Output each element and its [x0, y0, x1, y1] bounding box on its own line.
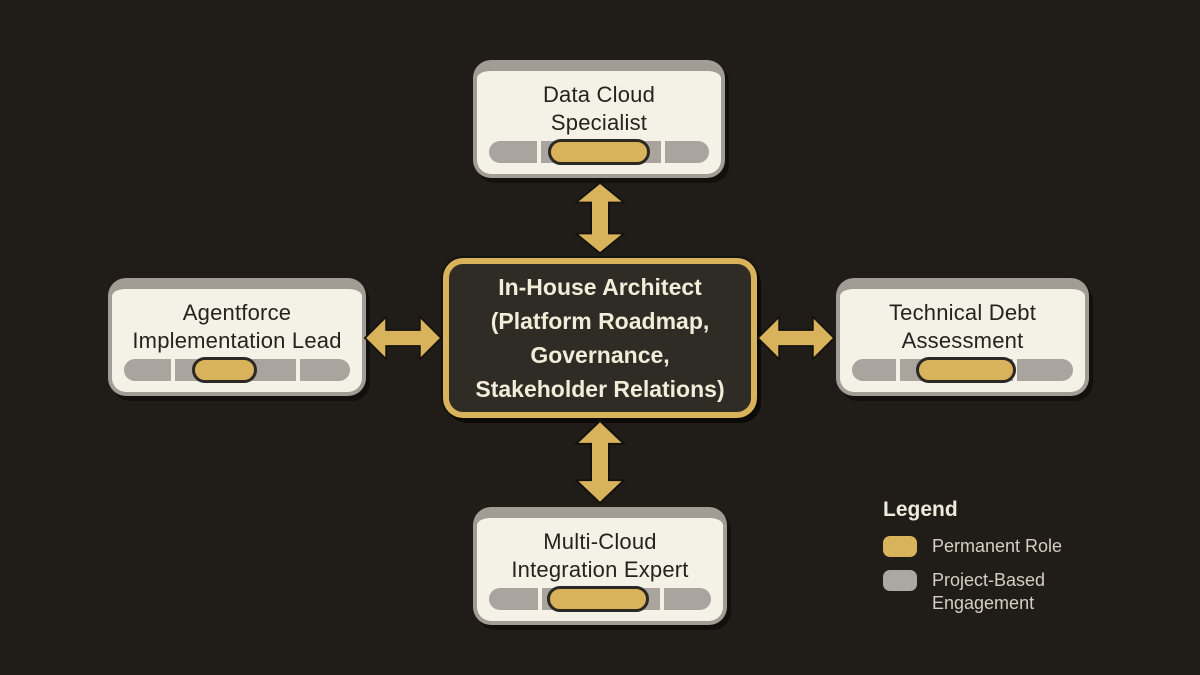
node-label-line: Assessment — [901, 328, 1024, 353]
double-arrow-right-icon — [757, 315, 835, 361]
node-in-house-architect[interactable]: In-House Architect (Platform Roadmap, Go… — [443, 258, 757, 418]
node-label-line: Implementation Lead — [132, 328, 342, 353]
node-data-cloud-specialist[interactable]: Data Cloud Specialist — [473, 60, 725, 178]
node-label-line: Multi-Cloud — [543, 529, 657, 554]
permanent-role-pill — [546, 586, 649, 612]
center-label-line: In-House Architect — [498, 274, 702, 300]
track-divider — [537, 141, 542, 163]
permanent-role-pill — [916, 357, 1016, 383]
project-based-swatch — [883, 570, 917, 591]
legend-title: Legend — [883, 498, 958, 521]
double-arrow-bottom-icon — [574, 420, 626, 504]
node-label-line: Integration Expert — [511, 557, 689, 582]
node-label-line: Data Cloud — [542, 82, 656, 107]
permanent-role-pill — [191, 357, 258, 383]
track-divider — [660, 141, 665, 163]
legend-item-permanent-role: Permanent Role — [883, 535, 1082, 558]
center-label-line: (Platform Roadmap, — [490, 308, 710, 334]
track-divider — [171, 359, 176, 381]
legend-item-project-based: Project-Based Engagement — [883, 569, 1082, 615]
engagement-track — [852, 357, 1073, 383]
node-technical-debt-assessment[interactable]: Technical Debt Assessment — [836, 278, 1089, 396]
legend-item-label: Permanent Role — [932, 536, 1063, 556]
engagement-track — [489, 586, 711, 612]
node-label: Technical Debt Assessment — [852, 295, 1073, 359]
engagement-track — [489, 139, 709, 165]
engagement-track — [124, 357, 350, 383]
legend-item-label: Project-Based Engagement — [932, 570, 1046, 613]
center-label-line: Stakeholder Relations) — [475, 376, 725, 402]
legend: Legend Permanent Role Project-Based Enga… — [883, 498, 1082, 626]
node-label-line: Agentforce — [182, 300, 292, 325]
permanent-role-swatch — [883, 536, 917, 557]
node-multi-cloud-integration-expert[interactable]: Multi-Cloud Integration Expert — [473, 507, 727, 625]
track-divider — [659, 588, 664, 610]
double-arrow-top-icon — [574, 182, 626, 254]
node-label-line: Technical Debt — [888, 300, 1037, 325]
double-arrow-left-icon — [364, 315, 442, 361]
permanent-role-pill — [548, 139, 650, 165]
node-label: Multi-Cloud Integration Expert — [489, 524, 711, 588]
track-divider — [295, 359, 300, 381]
node-label-line: Specialist — [550, 110, 648, 135]
track-divider — [896, 359, 901, 381]
center-label-line: Governance, — [530, 342, 670, 368]
node-label: Data Cloud Specialist — [489, 77, 709, 141]
node-agentforce-implementation-lead[interactable]: Agentforce Implementation Lead — [108, 278, 366, 396]
track-divider — [537, 588, 542, 610]
node-label: Agentforce Implementation Lead — [124, 295, 350, 359]
